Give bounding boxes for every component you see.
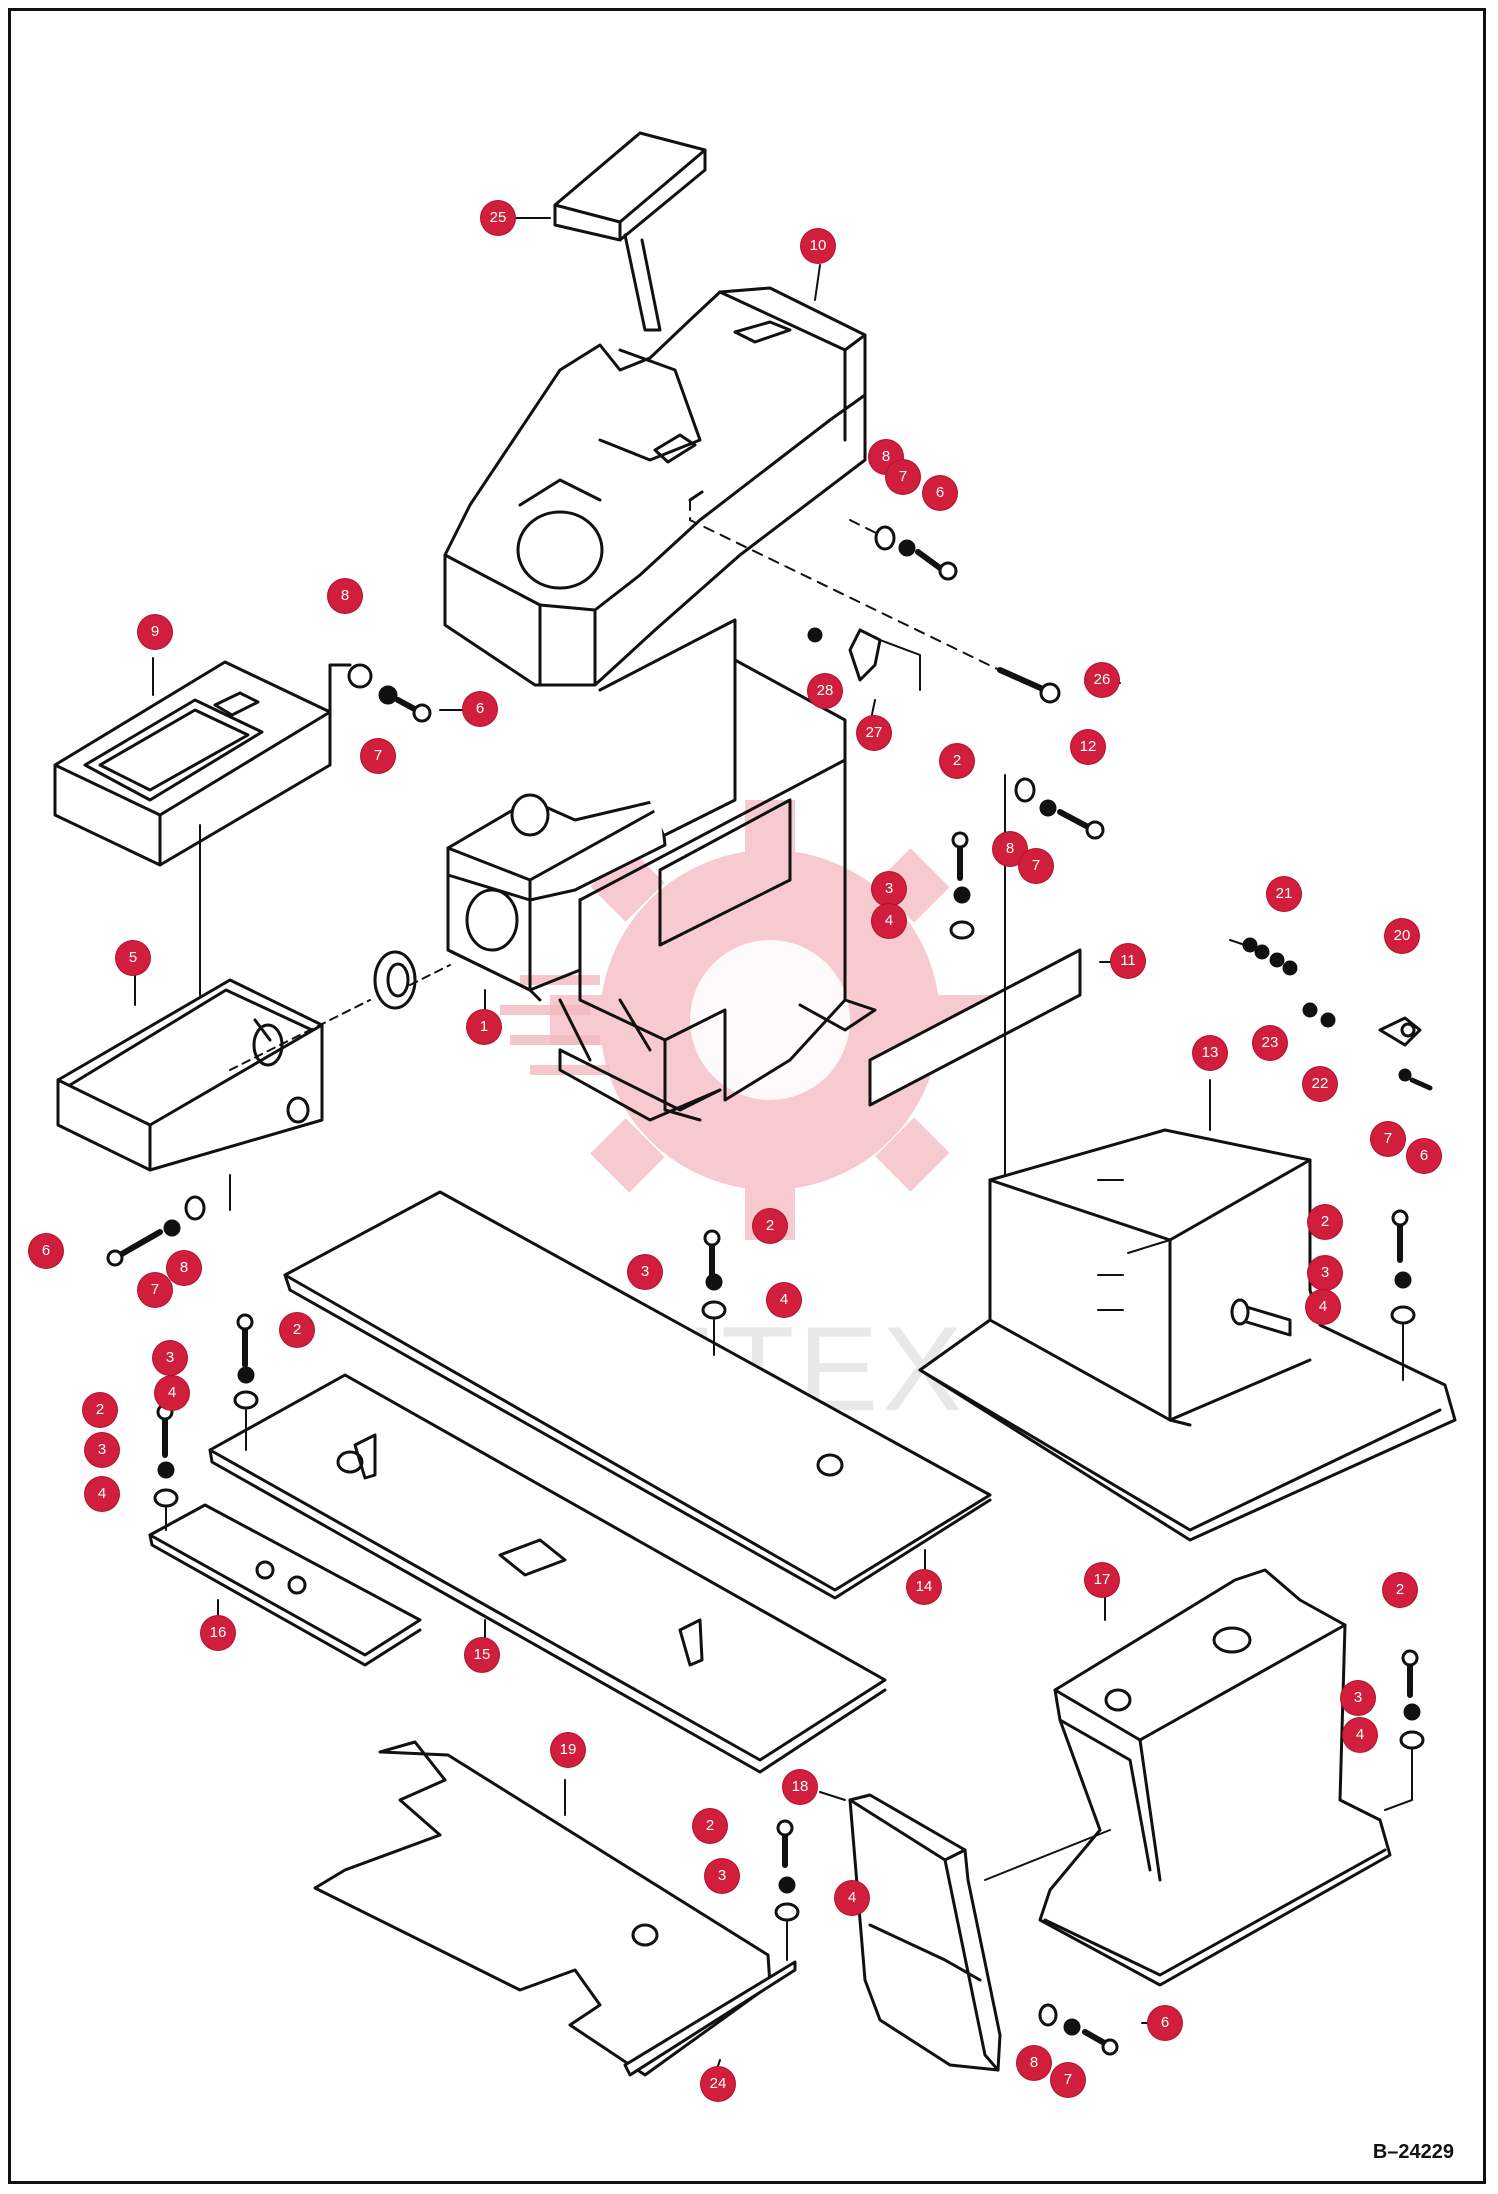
callout-3[interactable]: 3 [153, 1341, 187, 1375]
part-18-guard [848, 1793, 1002, 2072]
callout-2[interactable]: 2 [753, 1209, 787, 1243]
callout-12[interactable]: 12 [1071, 730, 1105, 764]
callout-6[interactable]: 6 [463, 692, 497, 726]
part-13-box [918, 1128, 1457, 1542]
callout-2[interactable]: 2 [940, 744, 974, 778]
callout-25[interactable]: 25 [481, 201, 515, 235]
fastener-group-17 [1384, 1649, 1425, 1811]
callout-6[interactable]: 6 [1407, 1139, 1441, 1173]
seal-ring [373, 950, 417, 1010]
part-27-28-clip [807, 627, 921, 691]
callout-4[interactable]: 4 [872, 904, 906, 938]
callout-7[interactable]: 7 [1051, 2063, 1085, 2097]
part-11-plate [868, 948, 1082, 1107]
fastener-group-14 [701, 1229, 727, 1356]
callout-17[interactable]: 17 [1085, 1563, 1119, 1597]
callout-16[interactable]: 16 [201, 1616, 235, 1650]
reference-code: B–24229 [1372, 2141, 1454, 2163]
callout-7[interactable]: 7 [1019, 849, 1053, 883]
callout-24[interactable]: 24 [701, 2067, 735, 2101]
callout-2[interactable]: 2 [1308, 1205, 1342, 1239]
callout-27[interactable]: 27 [857, 716, 891, 750]
callout-4[interactable]: 4 [835, 1881, 869, 1915]
callout-2[interactable]: 2 [83, 1393, 117, 1427]
part-25-handle [553, 131, 707, 332]
callout-4[interactable]: 4 [155, 1376, 189, 1410]
fastener-group-center-top [949, 831, 975, 940]
part-9-cover [53, 660, 352, 867]
callout-11[interactable]: 11 [1111, 944, 1145, 978]
part-15-plate [208, 1373, 887, 1774]
fastener-group-19 [774, 1819, 800, 1961]
fastener-group-18 [1038, 2003, 1119, 2056]
part-10-housing [443, 286, 867, 687]
callout-15[interactable]: 15 [465, 1638, 499, 1672]
callout-7[interactable]: 7 [361, 739, 395, 773]
fastener-group-near-5 [106, 1195, 206, 1267]
callout-2[interactable]: 2 [280, 1313, 314, 1347]
part-1-frame [446, 618, 877, 1122]
callout-4[interactable]: 4 [1306, 1290, 1340, 1324]
callout-8[interactable]: 8 [1017, 2046, 1051, 2080]
callout-4[interactable]: 4 [767, 1283, 801, 1317]
callout-7[interactable]: 7 [138, 1273, 172, 1307]
callout-6[interactable]: 6 [1148, 2006, 1182, 2040]
callout-7[interactable]: 7 [1371, 1122, 1405, 1156]
callout-5[interactable]: 5 [116, 941, 150, 975]
callout-1[interactable]: 1 [467, 1010, 501, 1044]
fastener-group-20-21 [1229, 937, 1433, 1091]
callout-14[interactable]: 14 [907, 1570, 941, 1604]
callout-21[interactable]: 21 [1267, 877, 1301, 911]
part-17-bracket [1038, 1568, 1392, 1987]
callout-20[interactable]: 20 [1385, 919, 1419, 953]
callout-3[interactable]: 3 [628, 1255, 662, 1289]
callout-26[interactable]: 26 [1085, 663, 1119, 697]
part-26-bolt [997, 667, 1061, 704]
part-14-plate [283, 1190, 992, 1600]
fastener-group-13 [1390, 1209, 1416, 1381]
callout-9[interactable]: 9 [138, 615, 172, 649]
callout-2[interactable]: 2 [1383, 1573, 1417, 1607]
callout-6[interactable]: 6 [29, 1234, 63, 1268]
callout-13[interactable]: 13 [1193, 1036, 1227, 1070]
callout-8[interactable]: 8 [328, 579, 362, 613]
callout-28[interactable]: 28 [808, 674, 842, 708]
callout-10[interactable]: 10 [801, 229, 835, 263]
fastener-group-near-9 [347, 663, 432, 723]
callout-19[interactable]: 19 [551, 1733, 585, 1767]
callout-3[interactable]: 3 [1308, 1256, 1342, 1290]
callout-3[interactable]: 3 [1341, 1681, 1375, 1715]
fastener-group-15 [233, 1313, 259, 1451]
callout-23[interactable]: 23 [1253, 1026, 1287, 1060]
callout-7[interactable]: 7 [886, 460, 920, 494]
callout-22[interactable]: 22 [1303, 1067, 1337, 1101]
callout-6[interactable]: 6 [923, 476, 957, 510]
callout-4[interactable]: 4 [1343, 1718, 1377, 1752]
fastener-group-16 [153, 1403, 179, 1531]
part-5-box [56, 978, 324, 1172]
fastener-group-top-right [874, 525, 958, 581]
callout-4[interactable]: 4 [85, 1477, 119, 1511]
fastener-group-12 [1014, 777, 1105, 840]
part-16-plate [148, 1503, 422, 1667]
callout-3[interactable]: 3 [85, 1433, 119, 1467]
part-19-mat [313, 1740, 797, 2077]
callout-3[interactable]: 3 [872, 872, 906, 906]
callout-8[interactable]: 8 [167, 1251, 201, 1285]
callout-2[interactable]: 2 [693, 1809, 727, 1843]
callout-18[interactable]: 18 [783, 1770, 817, 1804]
callout-3[interactable]: 3 [705, 1859, 739, 1893]
